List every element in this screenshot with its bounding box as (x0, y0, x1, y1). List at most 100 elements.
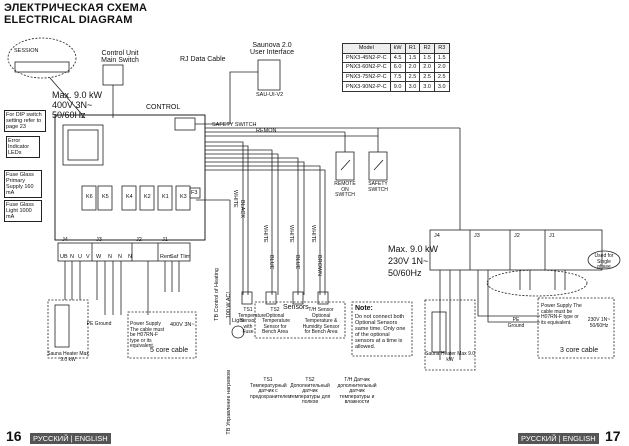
col-model: Model (342, 43, 391, 54)
rterm-j3: J3 (474, 233, 480, 239)
page-number-right: 17 (605, 428, 621, 444)
safety-switch-bus: SAFETY SWITCH (212, 122, 257, 128)
sensor-th: T/H Sensor Optional Temperature & Humidi… (302, 307, 340, 335)
power-voltage-right: 230V 1N~ 50/60Hz (587, 317, 611, 329)
cell: 7.5 (389, 71, 406, 83)
max-left-1: Max. 9.0 kW (52, 90, 103, 100)
table-row: PNX3-75N2-P-C 7.5 2.5 2.5 2.5 (342, 71, 450, 83)
wire-black-1: BLACK (239, 200, 245, 219)
fuse-light: Fuse Glass Light 1000 mA (4, 200, 42, 222)
title-ru: ЭЛЕКТРИЧЕСКАЯ СХЕМА (4, 2, 148, 14)
rterm-j4: J4 (434, 233, 440, 239)
ru-th: T/H Датчик дополнительный датчик темпера… (337, 377, 377, 405)
heating-control: TB Control of Heating (214, 268, 220, 321)
max-left-3: 50/60Hz (52, 110, 86, 120)
rterm-j1: J1 (549, 233, 555, 239)
wire-brown: BROWN (316, 255, 322, 277)
cell: PNX3-75N2-P-C (342, 71, 391, 83)
cell: 2.5 (404, 71, 421, 83)
ui-title: Saunova 2.0 User Interface (250, 42, 294, 56)
col-kw: kW (389, 43, 406, 54)
single-phase-note: Used for Single phase (594, 253, 614, 270)
wire-blue-1: BLUE (268, 255, 274, 270)
lang-tag-right: РУССКИЙ | ENGLISH (518, 433, 599, 444)
ui-model: SAU-UI-V2 (256, 92, 284, 98)
table-row: PNX3-45N2-P-C 4.5 1.5 1.5 1.5 (342, 52, 450, 64)
session-label: SESSION (14, 48, 39, 54)
cable5-label: 5 core cable (150, 347, 189, 354)
wire-white-2: WHITE (262, 225, 268, 243)
pe-ground-left: PE Ground (86, 321, 112, 327)
cell: 3.0 (433, 81, 450, 92)
remon-bus: REMON (256, 128, 277, 134)
term-j4: J4 (62, 237, 68, 243)
wire-white-3: WHITE (288, 225, 294, 243)
cell: 1.5 (404, 52, 421, 64)
relay-k2: K2 (144, 194, 151, 200)
tl-v: V (86, 254, 90, 260)
page-number-left: 16 (6, 428, 22, 444)
relay-k4: K4 (126, 194, 133, 200)
max-left-2: 400V 3N~ (52, 100, 93, 110)
cell: 2.5 (433, 71, 450, 83)
cell: 3.0 (419, 81, 435, 92)
cell: 2.0 (433, 62, 450, 73)
heater-right: Sauna Heater Max 9.0 kW (424, 351, 476, 363)
cell: 2.0 (404, 62, 421, 73)
ru-rotated: TB Управление нагревом (226, 370, 232, 435)
cell: 1.5 (419, 52, 435, 64)
ru-ts2: TS2 Дополнительный датчик температуры дл… (289, 377, 331, 405)
table-row: PNX3-60N2-P-C 6.0 2.0 2.0 2.0 (342, 62, 450, 73)
term-j3: J3 (96, 237, 102, 243)
light-label: Light (232, 318, 244, 324)
cell: 2.5 (419, 71, 435, 83)
col-r3: R3 (433, 43, 450, 54)
remote-switch-label: REMOTE ON SWITCH (334, 181, 356, 198)
note-text: Do not connect both Optional Sensors sam… (355, 314, 406, 350)
relay-k3: K3 (180, 194, 187, 200)
cell: 6.0 (389, 62, 406, 73)
fuse-f3: F3 (191, 190, 198, 196)
relay-k6: K6 (86, 194, 93, 200)
max-right-3: 50/60Hz (388, 268, 422, 278)
note-title: Note: (355, 305, 373, 312)
cell: 3.0 (404, 81, 421, 92)
cell: 4.5 (389, 52, 406, 64)
power-voltage-left: 400V 3N~ (170, 322, 195, 328)
col-r2: R2 (419, 43, 435, 54)
rterm-j2: J2 (514, 233, 520, 239)
table-row: PNX3-90N2-P-C 9.0 3.0 3.0 3.0 (342, 81, 450, 92)
light-power: 100 W AC! (226, 292, 232, 319)
rj-cable-label: RJ Data Cable (180, 56, 226, 63)
cell: PNX3-45N2-P-C (342, 52, 391, 64)
ru-ts1: TS1 Температурный датчик с предохранител… (250, 377, 292, 400)
lang-tag-left: РУССКИЙ | ENGLISH (30, 433, 111, 444)
cell: 1.5 (433, 52, 450, 64)
tl-u: U (78, 254, 82, 260)
tl-n4: N (128, 254, 132, 260)
relay-k1: K1 (162, 194, 169, 200)
relay-k5: K5 (102, 194, 109, 200)
tl-ub: UB (60, 254, 68, 260)
title-en: ELECTRICAL DIAGRAM (4, 14, 133, 26)
fuse-primary: Fuse Glass Primary Supply 160 mA (4, 170, 42, 198)
tl-saf: Saf (170, 254, 179, 260)
power-supply-left: Power Supply The cable must be H07RN-F t… (130, 321, 165, 349)
max-right-1: Max. 9.0 kW (388, 244, 439, 254)
heater-left: Sauna Heater Max 9.0 kW (47, 351, 89, 363)
sensors-title: Sensors (283, 304, 309, 311)
safety-switch-label: SAFETY SWITCH (368, 181, 388, 193)
tl-n3: N (118, 254, 122, 260)
term-j1: J1 (162, 237, 168, 243)
tl-rem: Rem (160, 254, 172, 260)
tl-w: W (96, 254, 102, 260)
wire-blue-2: BLUE (294, 255, 300, 270)
wire-white-4: WHITE (310, 225, 316, 243)
tl-tlim: Tlim (180, 254, 191, 260)
wire-white-1: WHITE (232, 190, 238, 208)
cell: 9.0 (389, 81, 406, 92)
col-r1: R1 (404, 43, 421, 54)
tl-n: N (70, 254, 74, 260)
